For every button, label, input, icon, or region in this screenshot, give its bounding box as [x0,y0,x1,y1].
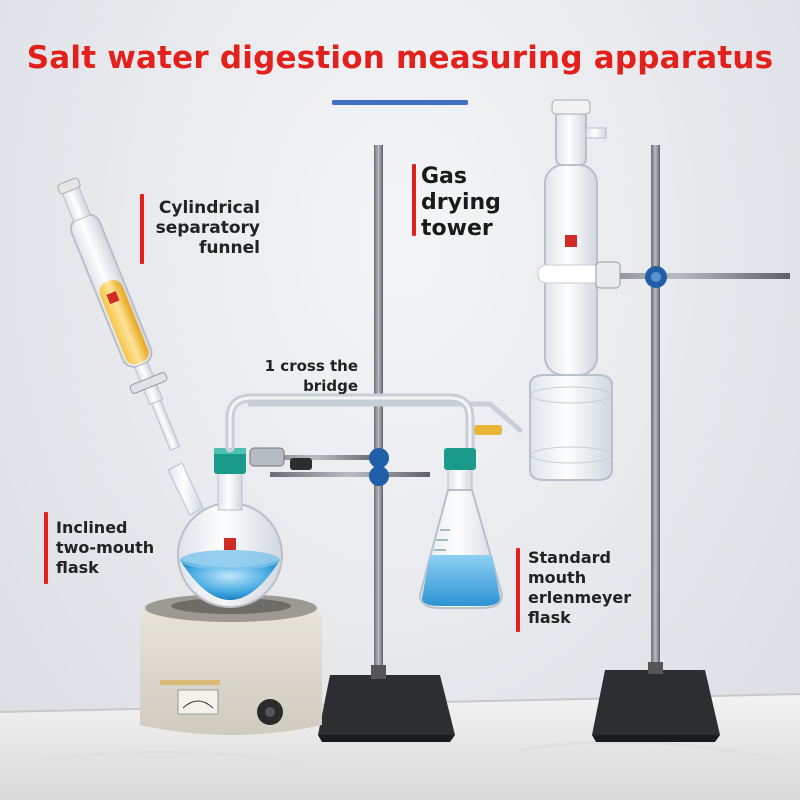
left-iron-stand [318,145,455,742]
right-iron-stand [560,145,790,742]
title-underline [332,100,468,105]
label-accent-bar [516,548,520,632]
heating-mantle [140,594,322,735]
separatory-funnel [57,177,181,451]
label-cross-bridge: 1 cross the bridge [264,357,358,395]
label-accent-bar [140,194,144,264]
left-clamps [249,447,430,486]
label-two-mouth-flask: Inclined two-mouth flask [56,518,155,577]
erlenmeyer-flask [418,448,504,609]
page-title: Salt water digestion measuring apparatus [26,40,774,76]
label-accent-bar [44,512,48,584]
label-separatory-funnel: Cylindrical separatory funnel [155,198,260,258]
label-accent-bar [412,164,416,236]
two-mouth-flask [167,448,283,608]
label-gas-drying-tower: Gas drying tower [421,164,501,241]
label-erlenmeyer-flask: Standard mouth erlenmeyer flask [528,548,632,627]
gas-drying-tower [529,99,621,481]
